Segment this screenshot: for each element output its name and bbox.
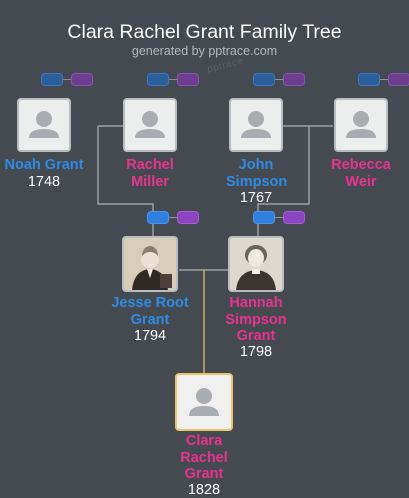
person-silhouette-icon <box>241 111 271 138</box>
person-silhouette-icon <box>135 111 165 138</box>
clara-year: 1828 <box>187 482 221 498</box>
rebecca-name[interactable]: Rebecca Weir <box>331 157 391 190</box>
jesse-year: 1794 <box>133 328 167 344</box>
clara-name[interactable]: Clara Rachel Grant <box>180 433 228 482</box>
rachel-parent-controls[interactable] <box>147 73 203 86</box>
add-father-button[interactable] <box>253 73 275 86</box>
john-year: 1767 <box>239 190 273 206</box>
person-silhouette-icon <box>189 388 219 416</box>
hannah-year: 1798 <box>239 344 273 360</box>
expand-mother-button[interactable] <box>177 211 199 224</box>
rachel-name[interactable]: Rachel Miller <box>126 157 174 190</box>
add-mother-button[interactable] <box>177 73 199 86</box>
expand-father-button[interactable] <box>147 211 169 224</box>
john-parent-controls[interactable] <box>253 73 309 86</box>
add-father-button[interactable] <box>358 73 380 86</box>
portrait-photo-jesse <box>124 238 176 290</box>
clara-avatar[interactable] <box>175 373 233 431</box>
noah-year: 1748 <box>27 174 61 190</box>
page-subtitle: generated by pptrace.com <box>131 44 278 58</box>
noah-avatar[interactable] <box>17 98 71 152</box>
portrait-photo-hannah <box>230 238 282 290</box>
john-avatar[interactable] <box>229 98 283 152</box>
add-mother-button[interactable] <box>71 73 93 86</box>
person-silhouette-icon <box>346 111 376 138</box>
page-title: Clara Rachel Grant Family Tree <box>67 21 342 43</box>
noah-name[interactable]: Noah Grant <box>4 157 84 173</box>
hannah-parent-controls[interactable] <box>253 211 309 224</box>
john-name[interactable]: John Simpson <box>226 157 288 190</box>
hannah-name[interactable]: Hannah Simpson Grant <box>225 295 287 344</box>
expand-father-button[interactable] <box>253 211 275 224</box>
rachel-avatar[interactable] <box>123 98 177 152</box>
add-mother-button[interactable] <box>388 73 409 86</box>
expand-mother-button[interactable] <box>283 211 305 224</box>
rebecca-parent-controls[interactable] <box>358 73 409 86</box>
jesse-name[interactable]: Jesse Root Grant <box>111 295 189 328</box>
person-silhouette-icon <box>29 111 59 138</box>
add-father-button[interactable] <box>147 73 169 86</box>
jesse-parent-controls[interactable] <box>147 211 203 224</box>
hannah-avatar[interactable] <box>228 236 284 292</box>
rebecca-avatar[interactable] <box>334 98 388 152</box>
add-mother-button[interactable] <box>283 73 305 86</box>
jesse-avatar[interactable] <box>122 236 178 292</box>
noah-parent-controls[interactable] <box>41 73 97 86</box>
add-father-button[interactable] <box>41 73 63 86</box>
